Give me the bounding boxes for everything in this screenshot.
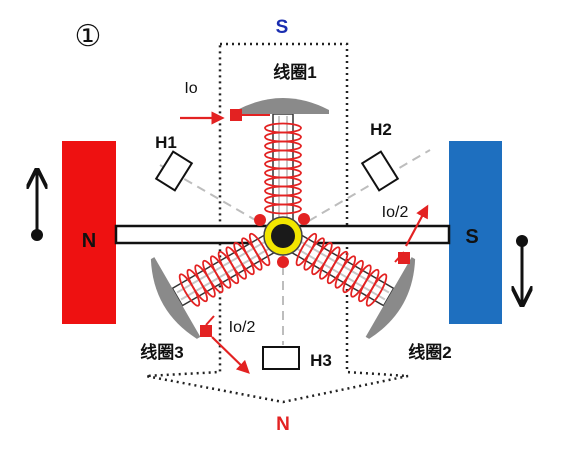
right-arrow-dot [516, 235, 528, 247]
coil-1 [236, 97, 330, 237]
left-magnet-label: N [82, 230, 96, 252]
bottom-pole-label: N [276, 414, 290, 435]
hall-h3-label: H3 [310, 351, 332, 370]
right-magnet-south [449, 141, 502, 324]
hall-h2-label: H2 [370, 120, 392, 139]
hall-h1-label: H1 [155, 133, 177, 152]
top-pole-label: S [276, 17, 289, 38]
left-arrow-dot [31, 229, 43, 241]
current-in-label: Io [184, 80, 197, 97]
rotor-hub [271, 224, 295, 248]
left-magnet-north [62, 141, 116, 324]
coil-2-label: 线圈2 [408, 342, 451, 362]
terminal-squares [200, 109, 410, 337]
current-right-label: Io/2 [382, 204, 409, 221]
coil-3-label: 线圈3 [140, 342, 183, 362]
stator-outline [145, 42, 409, 404]
hall-sensor-h3 [262, 346, 300, 370]
current-left-label: Io/2 [229, 319, 256, 336]
figure-number: ① [75, 20, 102, 53]
current-arrow-left [211, 336, 250, 374]
current-arrow-right [405, 204, 429, 247]
connection-dots [254, 213, 310, 268]
hall-sensor-h1 [154, 150, 194, 192]
hall-sensor-h2 [360, 150, 400, 192]
right-magnet-label: S [465, 226, 478, 248]
coil-1-label: 线圈1 [273, 62, 316, 82]
terminal-leads [205, 114, 405, 326]
